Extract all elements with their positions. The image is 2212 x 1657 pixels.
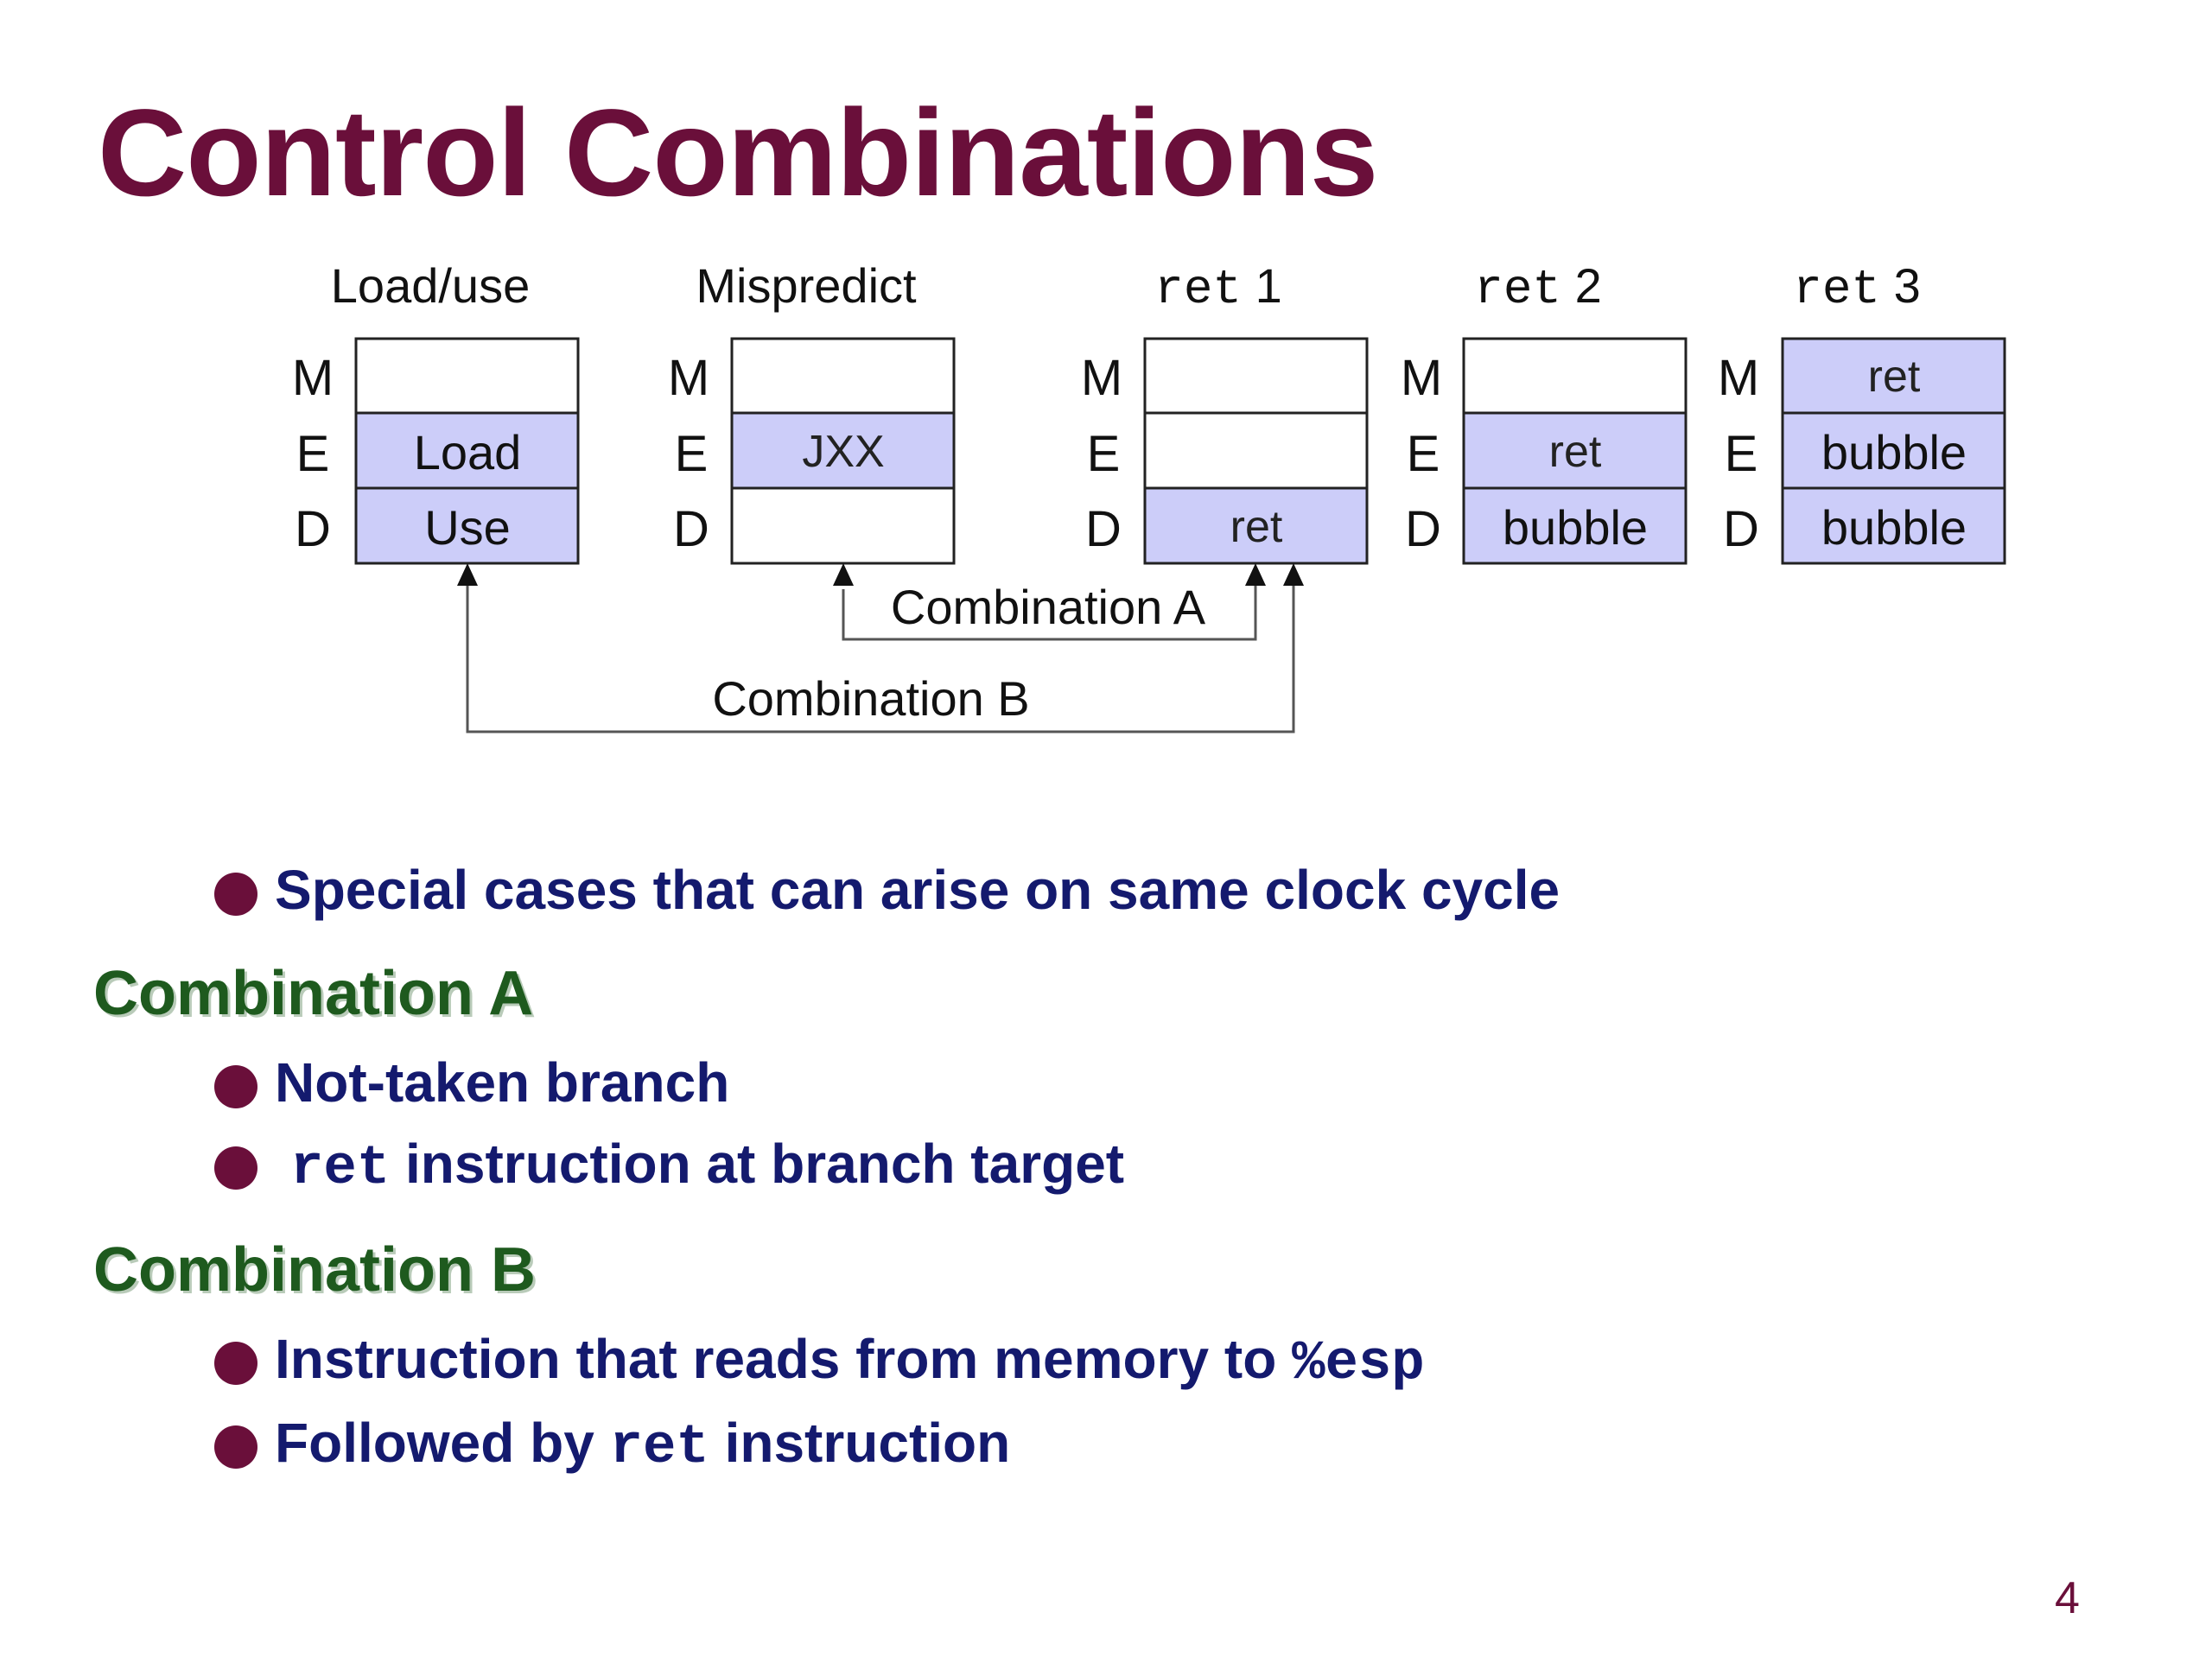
combination-a-heading: Combination A bbox=[93, 959, 534, 1028]
cell-e-text: JXX bbox=[802, 427, 884, 477]
cell-e-text: ret bbox=[1549, 427, 1602, 477]
bullet-reads-memory-esp: Instruction that reads from memory to %e… bbox=[275, 1324, 1425, 1399]
bullet-dot bbox=[214, 1342, 257, 1385]
stage-label-e: E bbox=[675, 426, 709, 482]
cell-m bbox=[730, 337, 956, 415]
column-title: Mispredict bbox=[696, 258, 917, 313]
code-esp: %esp bbox=[1292, 1333, 1425, 1395]
stage-label-e: E bbox=[1087, 426, 1121, 482]
bullet-followed-by-ret: Followed by ret instruction bbox=[275, 1408, 1010, 1482]
column-title: ret 3 bbox=[1793, 258, 1921, 317]
stage-label-e: E bbox=[296, 426, 330, 482]
bullet-ret-at-target: ret instruction at branch target bbox=[290, 1129, 1124, 1203]
cell-e bbox=[730, 411, 956, 490]
bullet-dot bbox=[214, 1065, 257, 1108]
column-mispredict: Mispredict M E D JXX bbox=[668, 258, 956, 565]
cell-e-text: bubble bbox=[1821, 425, 1967, 479]
cell-d bbox=[354, 486, 580, 565]
stage-label-m: M bbox=[1401, 350, 1442, 406]
combination-b-arrow-left bbox=[457, 563, 478, 586]
stage-label-m: M bbox=[668, 350, 709, 406]
code-ret: ret bbox=[609, 1417, 709, 1479]
combination-a-connector: Combination A bbox=[833, 563, 1266, 641]
combination-a-label: Combination A bbox=[891, 580, 1206, 634]
combination-a-arrow-left bbox=[833, 563, 854, 586]
column-ret-3: ret 3 M E D ret bubble bubble bbox=[1718, 258, 2006, 565]
column-load-use: Load/use M E D Load Use bbox=[292, 258, 580, 565]
bullet-text: Special cases that can arise on same clo… bbox=[275, 859, 1560, 921]
column-title: ret 2 bbox=[1474, 258, 1602, 317]
cell-m bbox=[1781, 337, 2006, 415]
cell-m-text: ret bbox=[1868, 352, 1921, 402]
cell-d bbox=[1462, 486, 1688, 565]
cell-d-text: bubble bbox=[1821, 500, 1967, 555]
stage-label-e: E bbox=[1725, 426, 1758, 482]
combination-b-connector: Combination B bbox=[457, 563, 1304, 733]
stage-label-m: M bbox=[1081, 350, 1122, 406]
cell-m bbox=[1462, 337, 1688, 415]
cell-d bbox=[730, 486, 956, 565]
column-ret-1: ret 1 M E D ret bbox=[1081, 258, 1369, 565]
bullet-text: Followed by bbox=[275, 1412, 610, 1474]
bullet-dot bbox=[214, 873, 257, 916]
combination-b-arrow-right bbox=[1283, 563, 1304, 586]
bullet-text: Not-taken branch bbox=[275, 1051, 730, 1114]
stage-label-d: D bbox=[1723, 501, 1759, 557]
cell-e bbox=[1781, 411, 2006, 490]
slide-title: Control Combinations bbox=[98, 85, 1378, 222]
combination-b-label: Combination B bbox=[712, 671, 1029, 726]
bullet-dot bbox=[214, 1425, 257, 1469]
stage-label-m: M bbox=[1718, 350, 1759, 406]
cell-d-text: Use bbox=[424, 500, 511, 555]
bullet-text: instruction bbox=[709, 1412, 1011, 1474]
stage-label-d: D bbox=[295, 501, 331, 557]
code-ret: ret bbox=[290, 1138, 391, 1200]
combination-b-heading: Combination B bbox=[93, 1235, 536, 1305]
bullet-dot bbox=[214, 1146, 257, 1190]
page-number: 4 bbox=[2055, 1573, 2080, 1623]
bullet-not-taken-branch: Not-taken branch bbox=[275, 1048, 729, 1117]
stage-label-d: D bbox=[673, 501, 709, 557]
cell-e-text: Load bbox=[414, 425, 522, 479]
cell-e bbox=[1143, 411, 1369, 490]
column-ret-2: ret 2 M E D ret bubble bbox=[1401, 258, 1688, 565]
cell-e bbox=[354, 411, 580, 490]
cell-d-text: bubble bbox=[1503, 500, 1648, 555]
cell-d bbox=[1781, 486, 2006, 565]
cell-d-text: ret bbox=[1230, 502, 1283, 552]
combination-b-line bbox=[466, 584, 1295, 733]
bullet-special-cases: Special cases that can arise on same clo… bbox=[275, 855, 1560, 924]
bullet-text: instruction at branch target bbox=[390, 1133, 1125, 1195]
stage-label-e: E bbox=[1407, 426, 1440, 482]
combination-a-arrow-right bbox=[1245, 563, 1266, 586]
bullet-text: Instruction that reads from memory to bbox=[275, 1328, 1293, 1390]
stage-label-d: D bbox=[1085, 501, 1122, 557]
column-title: ret 1 bbox=[1154, 258, 1282, 317]
cell-d bbox=[1143, 486, 1369, 565]
column-title: Load/use bbox=[331, 258, 530, 313]
cell-m bbox=[1143, 337, 1369, 415]
stage-label-m: M bbox=[292, 350, 334, 406]
combination-a-line bbox=[842, 584, 1257, 641]
cell-m bbox=[354, 337, 580, 415]
stage-label-d: D bbox=[1405, 501, 1441, 557]
pipeline-diagram: Load/use M E D Load Use Mispredict M E D… bbox=[292, 258, 2006, 733]
